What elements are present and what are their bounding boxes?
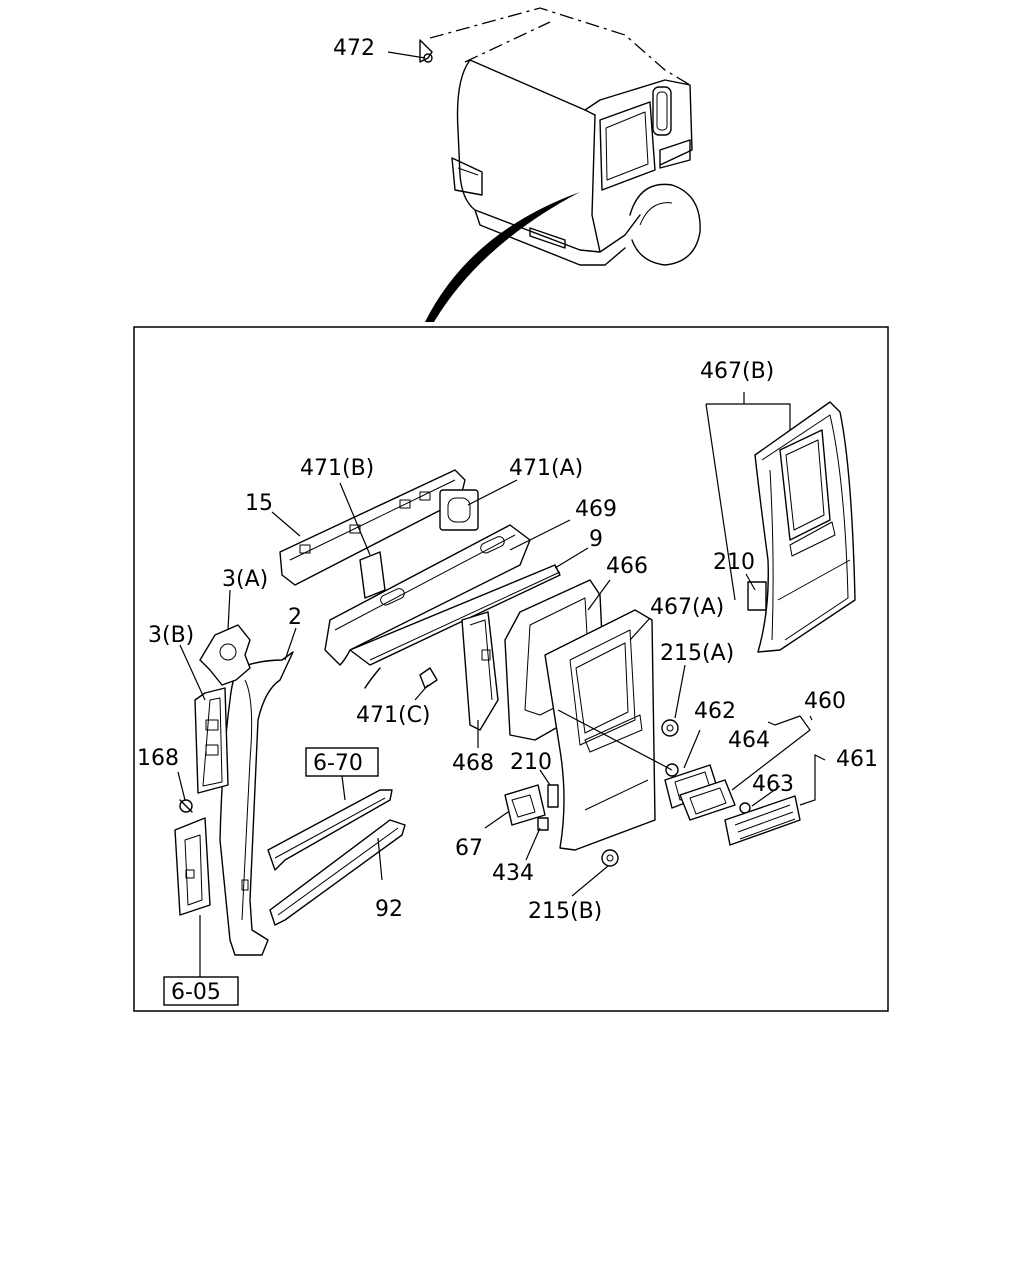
- label-471a: 471(A): [509, 456, 583, 481]
- label-469: 469: [575, 497, 617, 522]
- part-3a-pillar-top: [199, 624, 251, 686]
- part-210-retainer: [547, 784, 559, 808]
- part-2-pillar: [219, 651, 294, 956]
- label-2: 2: [288, 605, 302, 630]
- part-461-vent-grille: [724, 795, 801, 846]
- part-168-bolt: [179, 799, 193, 813]
- label-466: 466: [606, 554, 648, 579]
- label-67: 67: [455, 836, 483, 861]
- part-15-roof-rail: [279, 469, 479, 599]
- part-469-header: [324, 524, 561, 689]
- part-3b-pillar-reinforcement: [194, 687, 229, 794]
- label-215a: 215(A): [660, 641, 734, 666]
- ref-6-05: 6-05: [171, 980, 221, 1005]
- label-461: 461: [836, 747, 878, 772]
- leader-lines: [177, 392, 826, 978]
- label-92: 92: [375, 897, 403, 922]
- label-210-lower: 210: [510, 750, 552, 775]
- part-460-frame: [679, 779, 736, 821]
- label-3a: 3(A): [222, 567, 268, 592]
- part-467a-side-panel: [544, 609, 656, 851]
- part-434-clip: [537, 817, 549, 831]
- vehicle-callout-472: 472: [333, 36, 375, 61]
- part-468-center-pillar: [461, 611, 499, 731]
- label-9: 9: [589, 527, 603, 552]
- label-210-upper: 210: [713, 550, 755, 575]
- part-605-lower-pillar: [174, 817, 211, 916]
- part-215a-nut: [661, 719, 679, 737]
- label-462: 462: [694, 699, 736, 724]
- label-434: 434: [492, 861, 534, 886]
- label-464: 464: [728, 728, 770, 753]
- part-215b-nut: [601, 849, 619, 867]
- label-215b: 215(B): [528, 899, 602, 924]
- label-168: 168: [137, 746, 179, 771]
- parts-frame: [133, 326, 889, 1012]
- label-463: 463: [752, 772, 794, 797]
- part-467b-rear-panel: [747, 401, 856, 653]
- label-467b: 467(B): [700, 359, 774, 384]
- vehicle-overview: 472: [333, 7, 701, 322]
- label-468: 468: [452, 751, 494, 776]
- label-15: 15: [245, 491, 273, 516]
- label-460: 460: [804, 689, 846, 714]
- label-471c: 471(C): [356, 703, 431, 728]
- label-467a: 467(A): [650, 595, 724, 620]
- label-3b: 3(B): [148, 623, 194, 648]
- part-670-side-sill: [267, 789, 393, 871]
- label-471b: 471(B): [300, 456, 374, 481]
- part-67-bracket: [504, 784, 546, 826]
- ref-6-70: 6-70: [313, 751, 363, 776]
